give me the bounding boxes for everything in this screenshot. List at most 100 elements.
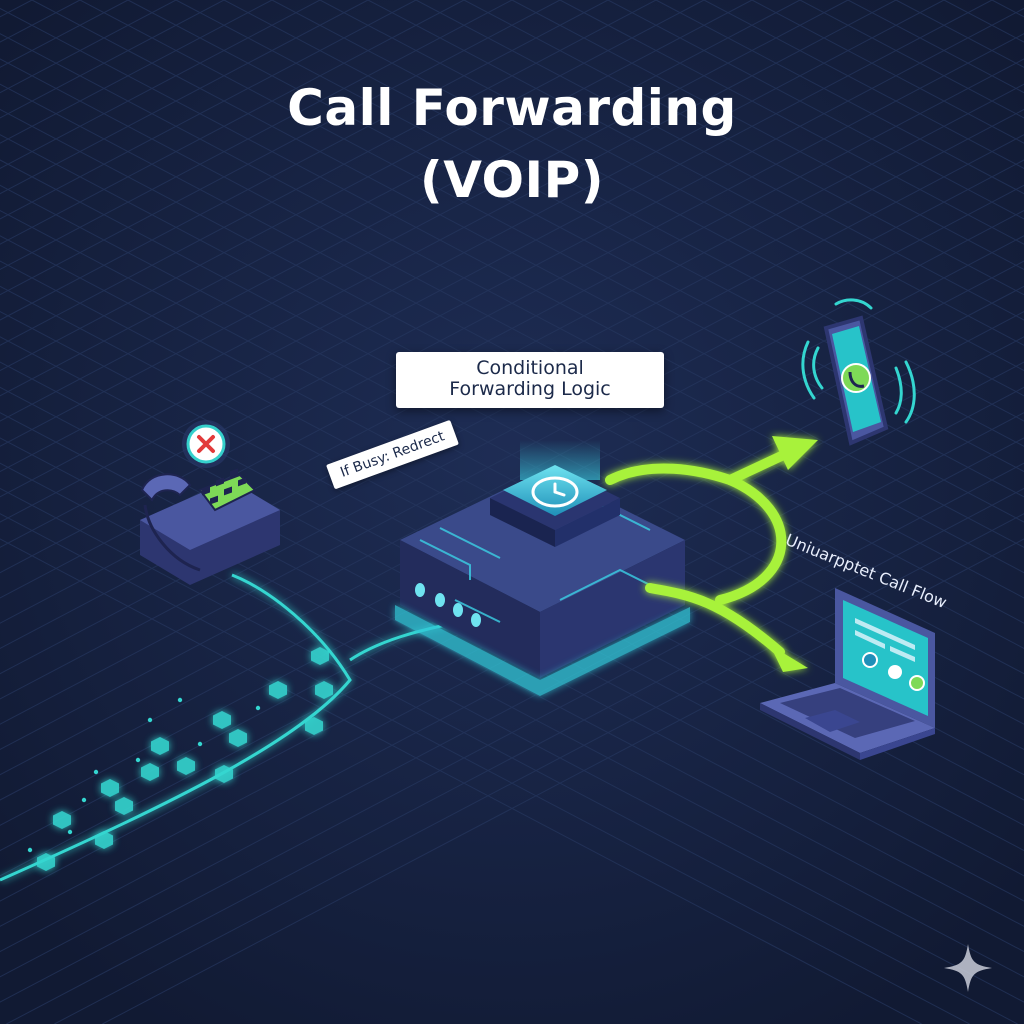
laptop-icon <box>760 588 935 760</box>
data-dot <box>67 829 73 835</box>
grid-line <box>0 0 417 220</box>
grid-line <box>127 0 1024 473</box>
page-title: Call Forwarding (VOIP) <box>0 72 1024 216</box>
grid-line <box>0 0 945 498</box>
data-dot <box>27 847 33 853</box>
grid-line <box>175 0 1024 447</box>
grid-line <box>31 0 1024 523</box>
data-dot <box>93 769 99 775</box>
data-packet <box>95 831 113 849</box>
logic-line-1: Conditional <box>476 357 584 379</box>
data-packet <box>213 711 231 729</box>
data-dot <box>177 697 183 703</box>
grid-line <box>0 0 753 397</box>
data-packet <box>177 757 195 775</box>
grid-line <box>0 0 369 195</box>
data-packet <box>215 765 233 783</box>
grid-line <box>54 513 1024 1024</box>
forwarding-hub <box>395 440 690 696</box>
logic-line-2: Forwarding Logic <box>449 378 611 400</box>
grid-line <box>655 0 1024 195</box>
data-packet <box>115 797 133 815</box>
data-packet <box>229 729 247 747</box>
grid-line <box>0 0 657 346</box>
grid-line <box>415 0 1024 321</box>
smartphone-icon <box>801 298 916 446</box>
data-packet <box>101 779 119 797</box>
data-dot <box>81 797 87 803</box>
hub-led-dots <box>415 583 481 627</box>
data-dot <box>197 741 203 747</box>
grid-line <box>463 0 1024 296</box>
title-line-1: Call Forwarding <box>287 79 737 137</box>
stream-line-phone <box>0 573 352 882</box>
grid-line <box>319 0 1024 372</box>
data-packet <box>151 737 169 755</box>
data-packet <box>269 681 287 699</box>
grid-line <box>102 538 1024 1024</box>
grid-line <box>0 0 849 447</box>
grid-line <box>0 0 561 296</box>
grid-line <box>559 0 1024 245</box>
data-dot <box>255 705 261 711</box>
grid-line <box>607 0 1024 220</box>
arrow-curve <box>715 475 787 605</box>
grid-line <box>0 0 609 321</box>
forwarding-arrows <box>605 447 795 657</box>
arrowhead-smartphone <box>772 436 818 470</box>
arrowhead-laptop <box>770 645 808 672</box>
title-line-2: (VOIP) <box>419 151 605 209</box>
arrow-to-laptop <box>645 583 785 657</box>
data-packet <box>53 811 71 829</box>
desk-phone-icon <box>140 468 280 585</box>
grid-line <box>0 513 970 1024</box>
data-dot <box>135 757 141 763</box>
grid-line <box>223 0 1024 422</box>
grid-line <box>0 0 513 271</box>
grid-line <box>271 0 1024 397</box>
busy-x-icon <box>182 420 230 468</box>
data-packet <box>311 647 329 665</box>
data-packet <box>305 717 323 735</box>
grid-line <box>6 487 1024 1024</box>
data-packet <box>37 853 55 871</box>
grid-line <box>0 0 993 523</box>
grid-line <box>511 0 1024 271</box>
grid-line <box>0 0 897 473</box>
grid-line <box>79 0 1024 498</box>
grid-line <box>0 0 465 245</box>
data-packet <box>315 681 333 699</box>
clock-icon <box>531 476 579 508</box>
grid-line <box>367 0 1024 346</box>
grid-line <box>0 0 705 372</box>
grid-line <box>0 538 922 1024</box>
data-packet <box>141 763 159 781</box>
